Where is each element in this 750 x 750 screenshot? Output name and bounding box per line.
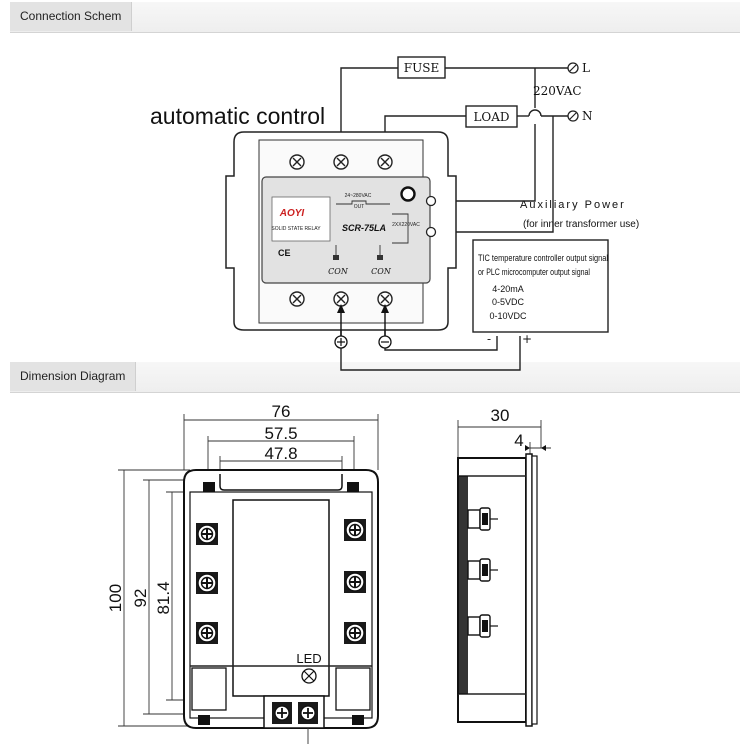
relay-screw-top-3 <box>377 154 393 170</box>
front-terminal-right-3-icon <box>343 621 367 645</box>
automatic-control-label: automatic control <box>150 103 325 129</box>
side-view-base-plate <box>525 453 533 727</box>
led-label: LED <box>296 651 321 666</box>
dimension-section-header: Dimension Diagram <box>10 362 740 393</box>
dimension-width-mid-label: 57.5 <box>264 424 297 443</box>
connection-section-header: Connection Schem <box>10 2 740 33</box>
signal-line-5: 0-10VDC <box>489 311 527 321</box>
side-view-heatsink-edge <box>531 455 538 725</box>
front-terminal-left-3-icon <box>195 621 219 645</box>
relay-side-trace <box>392 213 409 244</box>
dimension-height-total <box>118 469 190 727</box>
connection-section-title: Connection Schem <box>10 2 133 31</box>
side-view-body <box>457 457 527 723</box>
control-minus-arrow-icon <box>378 304 392 349</box>
relay-led-icon <box>400 186 416 202</box>
relay-voltage-top: 24~280VAC <box>345 193 372 199</box>
relay-con-left-pin <box>333 255 339 260</box>
front-view-label-area <box>232 499 330 697</box>
front-mount-hole-bottom-right <box>352 715 364 725</box>
relay-brand-area <box>271 196 331 242</box>
wire-load-crossover <box>528 109 542 117</box>
dimension-depth-small-label: 4 <box>514 431 523 450</box>
signal-line-3: 4-20mA <box>492 284 524 294</box>
front-view-foot-left <box>191 667 227 711</box>
relay-con-left: CON <box>328 267 349 276</box>
terminal-l-icon <box>567 62 579 74</box>
dimension-depth <box>457 420 542 458</box>
load-label: LOAD <box>473 110 509 124</box>
relay-voltage-side: 2XX220VAC <box>392 222 420 228</box>
fuse-label: FUSE <box>404 61 439 75</box>
signal-plus-label: + <box>522 332 532 346</box>
front-mount-hole-bottom-left <box>198 715 210 725</box>
dimension-width-total-label: 76 <box>272 402 291 421</box>
front-terminal-right-1-icon <box>343 518 367 542</box>
aux-terminal-1-icon <box>425 195 437 207</box>
signal-line-4: 0-5VDC <box>492 297 525 307</box>
wire-aux-n <box>436 116 554 233</box>
relay-screw-bottom-2 <box>333 291 349 307</box>
signal-line-1: TIC temperature controller output signal <box>478 253 608 263</box>
dimension-depth-label: 30 <box>491 406 510 425</box>
led-icon <box>301 668 317 684</box>
control-plus-arrow-icon <box>334 304 348 349</box>
relay-ce-mark: CE <box>278 248 291 258</box>
wire-aux-l <box>436 124 536 202</box>
aux-power-note: (for inner transformer use) <box>523 219 639 230</box>
relay-screw-bottom-3 <box>377 291 393 307</box>
dimension-height-inner-label: 81.4 <box>154 581 173 614</box>
front-mount-hole-left <box>203 482 215 492</box>
front-mount-hole-right <box>347 482 359 492</box>
relay-screw-top-1 <box>289 154 305 170</box>
front-terminal-left-2-icon <box>195 571 219 595</box>
terminal-n-icon <box>567 110 579 122</box>
dimension-width-inner-label: 47.8 <box>264 444 297 463</box>
aux-power-label: Auxiliary Power <box>520 199 626 211</box>
signal-source-box <box>472 239 609 333</box>
wire-fuse-in <box>340 67 398 156</box>
relay-con-right: CON <box>371 267 392 276</box>
front-terminal-left-1-icon <box>195 522 219 546</box>
front-terminal-right-2-icon <box>343 570 367 594</box>
relay-con-right-pin <box>377 255 383 260</box>
fuse-box <box>397 56 446 79</box>
relay-model: SCR-75LA <box>342 223 386 233</box>
supply-voltage-label: 220VAC <box>533 84 582 98</box>
connection-diagram: FUSE LOAD L N 220VAC automatic control <box>150 56 639 371</box>
relay-screw-top-2 <box>333 154 349 170</box>
load-box <box>465 105 518 128</box>
terminal-n-label: N <box>582 109 593 123</box>
dimension-height-mid-label: 92 <box>131 589 150 608</box>
relay-brand: AOYI <box>279 208 305 219</box>
dimension-diagram: 76 57.5 47.8 100 92 <box>106 402 551 744</box>
dimension-width-total <box>183 414 379 470</box>
front-view-top-notch <box>219 474 343 491</box>
terminal-l-label: L <box>582 61 590 75</box>
relay-screw-bottom-1 <box>289 291 305 307</box>
dimension-height-total-label: 100 <box>106 584 125 612</box>
dimension-section-title: Dimension Diagram <box>10 362 137 391</box>
relay-out-trace <box>336 200 390 205</box>
aux-terminal-2-icon <box>425 226 437 238</box>
relay-type-text: SOLID STATE RELAY <box>271 226 321 232</box>
side-view-front-shadow <box>458 476 468 694</box>
relay-out-label: OUT <box>354 204 365 210</box>
signal-minus-label: - <box>487 332 491 346</box>
signal-line-2: or PLC microcomputer output signal <box>478 267 590 277</box>
dimension-depth-small <box>525 442 551 456</box>
front-view-foot-right <box>335 667 371 711</box>
